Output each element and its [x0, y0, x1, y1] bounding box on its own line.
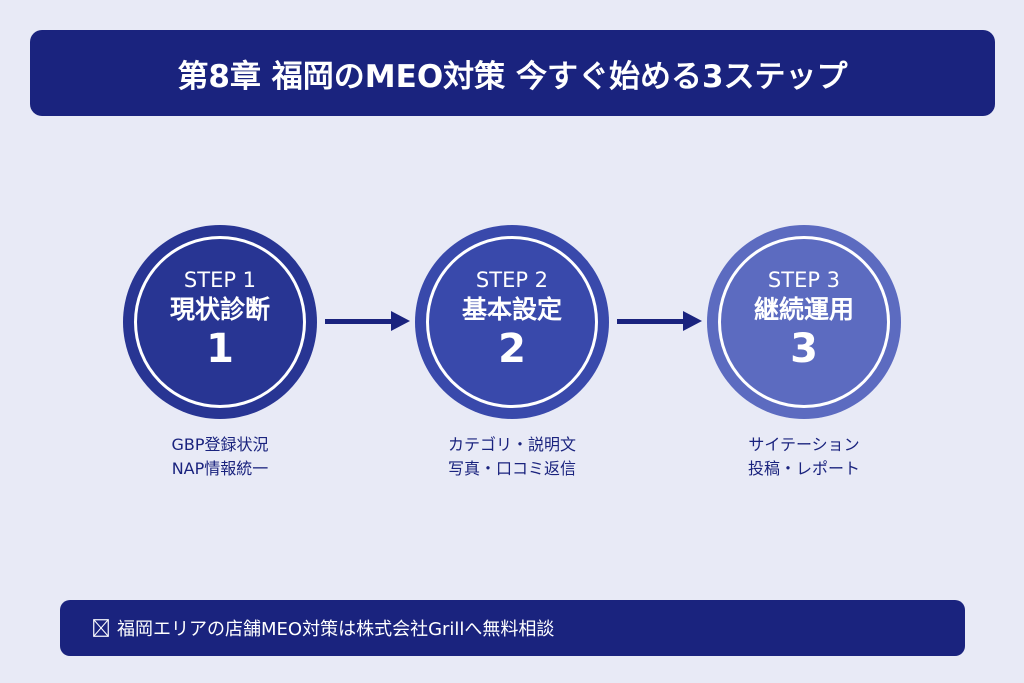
step-2-number: 2	[498, 326, 526, 372]
step-3-name: 継続運用	[753, 295, 854, 324]
step-3-ring	[718, 236, 890, 408]
footer-banner: 福岡エリアの店舗MEO対策は株式会社Grillへ無料相談	[60, 600, 965, 656]
step-3-label: STEP 3	[767, 268, 841, 292]
step-3-desc-line-2: 投稿・レポート	[747, 459, 860, 478]
step-1-name: 現状診断	[169, 295, 270, 324]
step-3-desc-line-1: サイテーション	[748, 435, 860, 454]
step-1-desc-line-1: GBP登録状況	[171, 435, 269, 454]
step-1-number: 1	[206, 326, 234, 372]
arrow-right-icon	[325, 311, 410, 331]
footer-text: 福岡エリアの店舗MEO対策は株式会社Grillへ無料相談	[117, 619, 555, 640]
page-title: 第8章 福岡のMEO対策 今すぐ始める3ステップ	[177, 58, 848, 95]
missing-glyph-box-icon	[93, 619, 109, 637]
step-3-number: 3	[790, 326, 818, 372]
step-1-ring	[134, 236, 306, 408]
step-2-description: カテゴリ・説明文 写真・口コミ返信	[392, 433, 632, 481]
step-2-name: 基本設定	[461, 295, 562, 324]
step-2-label: STEP 2	[475, 268, 549, 292]
step-3-description: サイテーション 投稿・レポート	[684, 433, 924, 481]
step-1-desc-line-2: NAP情報統一	[171, 459, 269, 478]
step-3-circle: STEP 3 継続運用 3	[707, 225, 901, 419]
step-2-ring	[426, 236, 598, 408]
step-2-desc-line-2: 写真・口コミ返信	[447, 459, 576, 478]
step-2-desc-line-1: カテゴリ・説明文	[447, 435, 576, 454]
step-1-circle: STEP 1 現状診断 1	[123, 225, 317, 419]
arrow-right-icon	[617, 311, 702, 331]
step-1-description: GBP登録状況 NAP情報統一	[100, 433, 340, 481]
step-2-circle: STEP 2 基本設定 2	[415, 225, 609, 419]
step-1-label: STEP 1	[183, 268, 257, 292]
title-banner: 第8章 福岡のMEO対策 今すぐ始める3ステップ	[30, 30, 995, 116]
